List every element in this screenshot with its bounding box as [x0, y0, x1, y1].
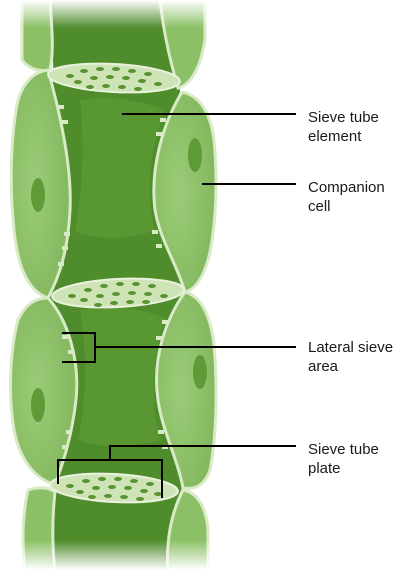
label-companion-cell-line1: Companion: [308, 179, 385, 196]
fade-bottom: [0, 540, 230, 570]
label-sieve-tube-element: Sieve tube element: [308, 108, 379, 146]
label-lateral-sieve-area: Lateral sieve area: [308, 338, 393, 376]
nucleus-left-lower: [31, 388, 45, 422]
label-sieve-tube-plate-line1: Sieve tube: [308, 441, 379, 458]
sieve-plate-middle: [51, 277, 185, 309]
sieve-tube-highlight: [75, 98, 165, 238]
label-sieve-tube-element-line1: Sieve tube: [308, 109, 379, 126]
leader-sieve-tube-plate: [57, 445, 296, 498]
nucleus-left-upper: [31, 178, 45, 212]
leader-lines: [57, 113, 296, 498]
label-sieve-tube-element-line2: element: [308, 128, 362, 145]
sieve-tube-highlight-lower: [78, 307, 165, 446]
fade-top: [0, 0, 230, 28]
label-lateral-sieve-area-line2: area: [308, 358, 339, 375]
companion-cells: [9, 0, 218, 570]
companion-cell-right-upper: [152, 90, 218, 294]
sieve-plate-bottom: [49, 472, 179, 504]
leader-lateral-sieve-area: [62, 332, 296, 363]
companion-cell-right-lower: [155, 290, 218, 490]
sieve-plate-top: [47, 62, 181, 94]
label-companion-cell-line2: cell: [308, 198, 331, 215]
nucleus-right-lower: [193, 355, 207, 389]
nucleus-right-upper: [188, 138, 202, 172]
label-companion-cell: Companion cell: [308, 178, 385, 216]
companion-cell-left-lower: [9, 296, 79, 487]
label-sieve-tube-plate: Sieve tube plate: [308, 440, 379, 478]
label-sieve-tube-plate-line2: plate: [308, 460, 341, 477]
label-lateral-sieve-area-line1: Lateral sieve: [308, 339, 394, 356]
